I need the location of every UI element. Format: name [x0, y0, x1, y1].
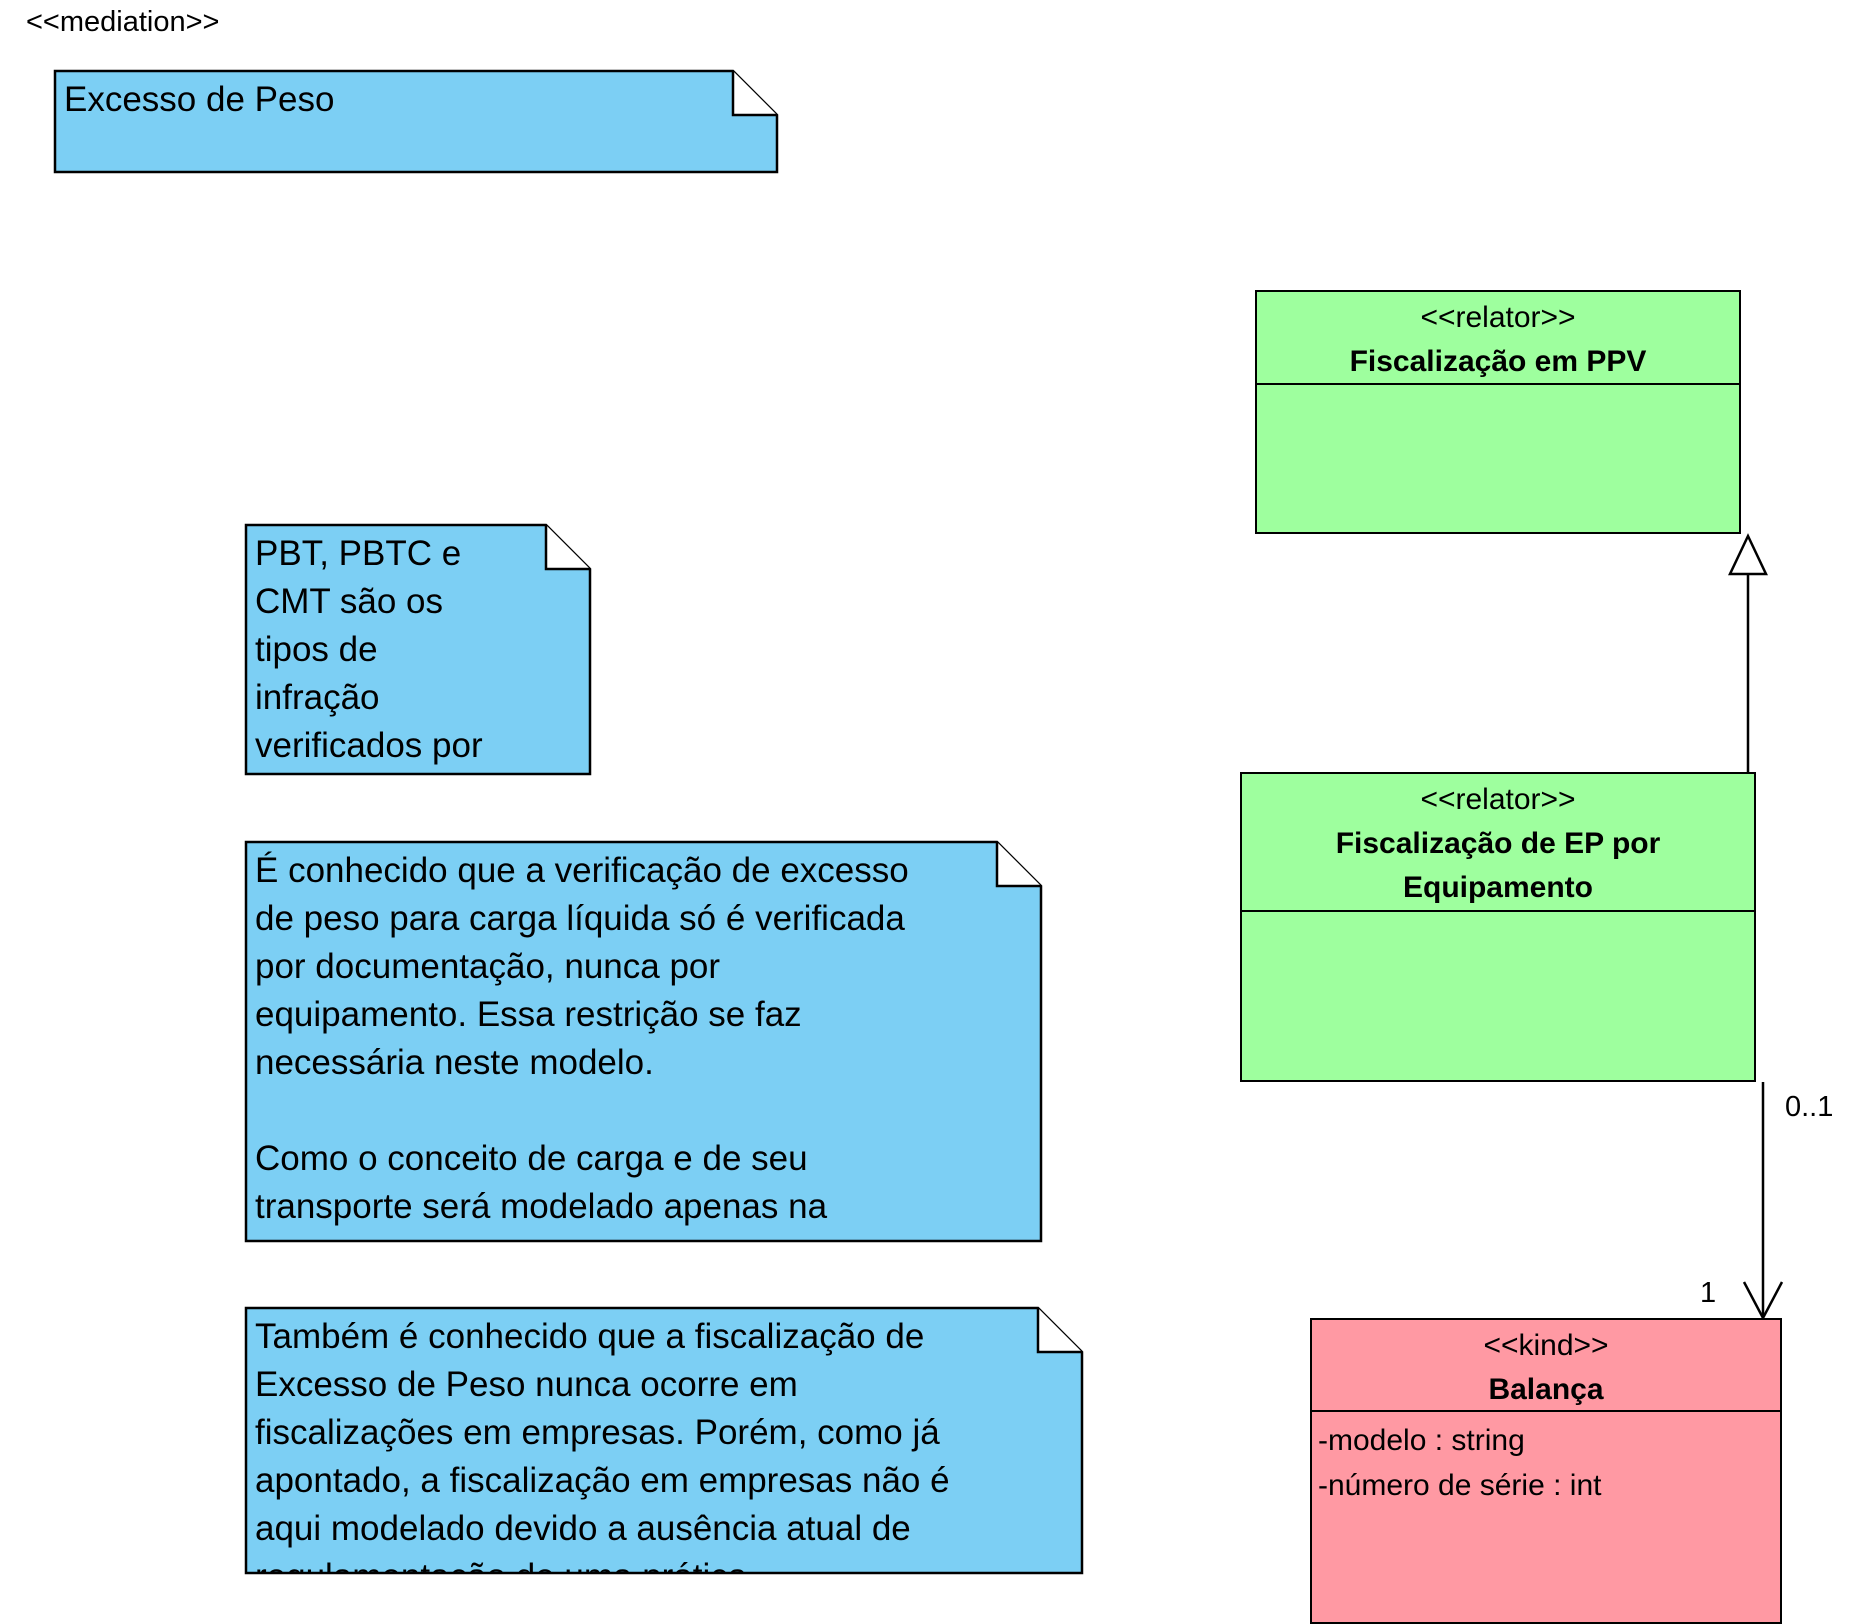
class-header: <<relator>> Fiscalização de EP por Equip… [1242, 774, 1754, 912]
class-stereotype: <<kind>> [1483, 1329, 1609, 1362]
class-name-line-1: Fiscalização de EP por [1335, 827, 1661, 860]
note-text: Também é conhecido que a fiscalização de… [255, 1317, 950, 1574]
class-attributes: -modelo : string -número de série : int [1312, 1412, 1780, 1514]
note-text: PBT, PBTC e CMT são os tipos de infração… [255, 534, 483, 765]
attribute-modelo: -modelo : string [1318, 1424, 1525, 1457]
note-carga-liquida[interactable]: É conhecido que a verificação de excesso… [244, 840, 1043, 1243]
note-text: Excesso de Peso [64, 80, 335, 119]
note-shape [244, 523, 592, 776]
class-stereotype: <<relator>> [1420, 783, 1576, 816]
multiplicity-target: 1 [1700, 1277, 1717, 1309]
attribute-numero-de-serie: -número de série : int [1318, 1469, 1602, 1502]
note-excesso-de-peso[interactable]: Excesso de Peso [53, 69, 779, 174]
class-name: Balança [1488, 1373, 1604, 1406]
class-stereotype: <<relator>> [1420, 301, 1576, 334]
note-shape [244, 840, 1043, 1243]
note-shape [244, 1306, 1084, 1575]
class-header: <<kind>> Balança [1312, 1320, 1780, 1412]
class-name-line-2: Equipamento [1402, 871, 1593, 904]
mediation-stereotype-label: <<mediation>> [26, 6, 220, 38]
class-fiscalizacao-de-ep-por-equipamento[interactable]: <<relator>> Fiscalização de EP por Equip… [1240, 772, 1756, 1082]
generalization-arrow[interactable] [1728, 533, 1768, 772]
note-fiscalizacao-empresas[interactable]: Também é conhecido que a fiscalização de… [244, 1306, 1084, 1575]
note-shape [53, 69, 779, 174]
class-header: <<relator>> Fiscalização em PPV [1257, 292, 1739, 385]
class-name: Fiscalização em PPV [1349, 345, 1647, 378]
class-balanca[interactable]: <<kind>> Balança -modelo : string -númer… [1310, 1318, 1782, 1624]
class-fiscalizacao-em-ppv[interactable]: <<relator>> Fiscalização em PPV [1255, 290, 1741, 534]
note-tipos-de-infracao[interactable]: PBT, PBTC e CMT são os tipos de infração… [244, 523, 592, 776]
association-arrow[interactable] [1742, 1082, 1784, 1321]
generalization-arrowhead [1728, 533, 1768, 576]
multiplicity-source: 0..1 [1785, 1091, 1834, 1123]
note-text: É conhecido que a verificação de excesso… [255, 851, 909, 1226]
